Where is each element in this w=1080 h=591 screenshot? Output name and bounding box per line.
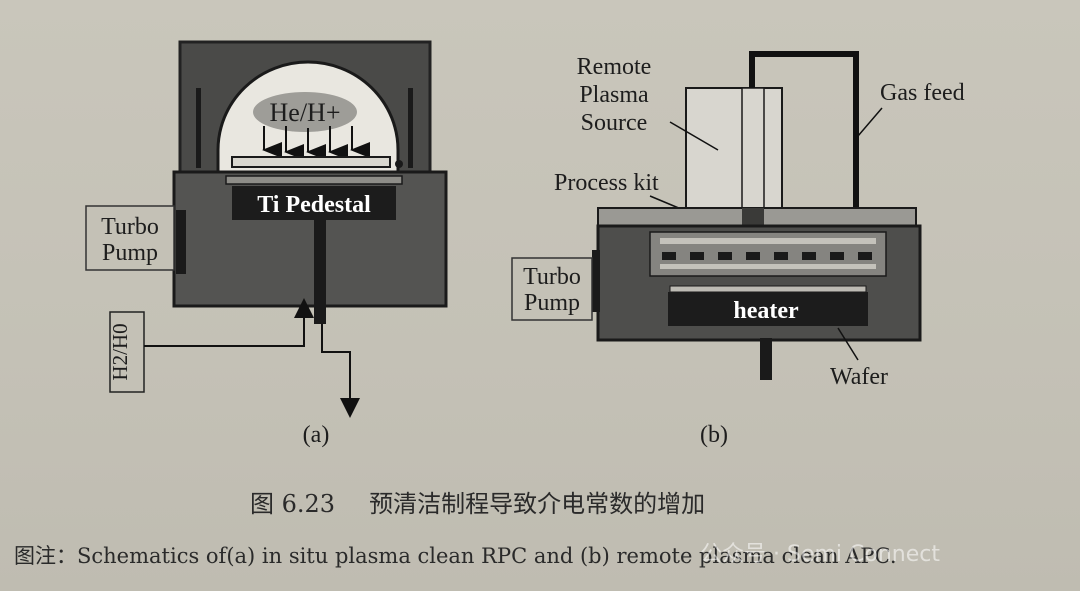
wafer-a xyxy=(231,156,391,168)
heater-label: heater xyxy=(733,298,799,324)
lid-side-bar-left xyxy=(196,88,201,168)
figure-title: 预清洁制程导致介电常数的增加 xyxy=(369,490,706,518)
gas-feed-label: Gas feed xyxy=(880,80,965,106)
lid-side-bar-right xyxy=(408,88,413,168)
figure-caption-note: 图注：Schematics of(a) in situ plasma clean… xyxy=(14,544,897,568)
sublabel-a: (a) xyxy=(303,422,330,448)
showerhead xyxy=(662,252,872,260)
ti-pedestal xyxy=(232,186,396,220)
heater xyxy=(668,292,868,326)
kit-layer-1 xyxy=(660,238,876,244)
pedestal-label: Ti Pedestal xyxy=(257,192,371,218)
turbo-pump-box-a xyxy=(85,205,175,271)
pedestal-rim xyxy=(225,175,403,185)
pump-label-b-1: Turbo xyxy=(523,264,581,290)
watermark: 公众号 · Semi Connect xyxy=(700,542,940,567)
source-tube xyxy=(741,87,765,209)
pump-port-a xyxy=(176,210,186,274)
remote-plasma-source xyxy=(685,87,783,209)
source-label-3: Source xyxy=(581,110,648,136)
wafer-label: Wafer xyxy=(830,364,888,390)
pump-label-a-1: Turbo xyxy=(101,214,159,240)
source-label-1: Remote xyxy=(577,54,652,80)
pump-label-b-2: Pump xyxy=(524,290,580,316)
heater-shaft xyxy=(760,338,772,380)
turbo-pump-box-b xyxy=(511,257,593,321)
pump-label-a-2: Pump xyxy=(102,240,158,266)
process-kit-label: Process kit xyxy=(554,170,659,196)
sublabel-b: (b) xyxy=(700,422,728,448)
pump-port-b xyxy=(592,250,600,312)
kit-layer-2 xyxy=(660,264,876,269)
clamp-point xyxy=(395,160,403,168)
figure-a: He/H+ Ti Pedestal Turbo xyxy=(85,40,448,448)
gas-inlet-box xyxy=(109,311,145,393)
ion-arrows xyxy=(262,126,370,160)
plasma-cloud xyxy=(253,92,357,132)
source-label-2: Plasma xyxy=(579,82,649,108)
gas-label-a: He/H+ xyxy=(270,98,341,127)
wafer-b xyxy=(669,285,867,293)
wafer-leader xyxy=(837,327,859,361)
gas-feed-leader xyxy=(857,107,883,137)
gas-inlet-line xyxy=(144,298,314,347)
figure-caption-title: 图 6.23 预清洁制程导致介电常数的增加 xyxy=(250,484,705,519)
exhaust-line xyxy=(321,324,360,418)
inlet-label: H2/H0 xyxy=(108,323,132,380)
figure-b: Gas feed Remote Plasma Source Process ki… xyxy=(511,51,965,448)
gas-feed-pipe xyxy=(749,51,859,212)
pedestal-shaft xyxy=(314,220,326,324)
source-leader xyxy=(669,121,719,151)
figure-number: 图 6.23 xyxy=(250,490,336,518)
